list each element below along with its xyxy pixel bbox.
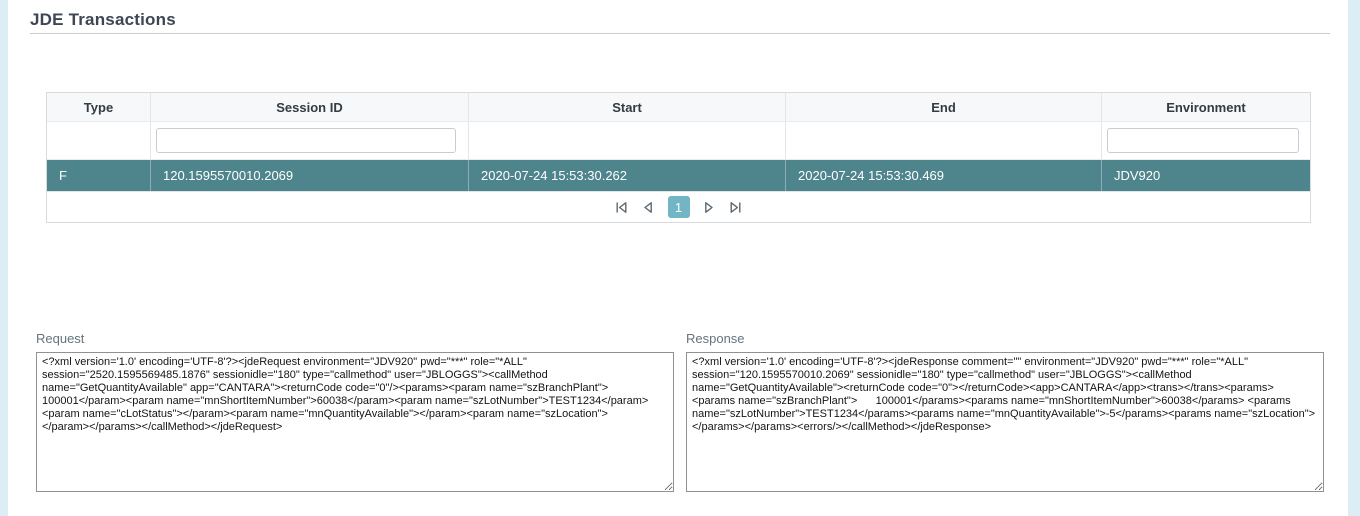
title-divider xyxy=(30,33,1330,34)
filter-cell-start xyxy=(468,122,785,159)
column-header-type[interactable]: Type xyxy=(47,93,150,121)
request-xml-textarea[interactable]: <?xml version='1.0' encoding='UTF-8'?><j… xyxy=(36,352,674,492)
table-filter-row xyxy=(47,121,1310,159)
cell-end: 2020-07-24 15:53:30.469 xyxy=(785,160,1101,191)
next-page-icon xyxy=(701,200,716,215)
filter-cell-type xyxy=(47,122,150,159)
pagination-bar: 1 xyxy=(47,191,1310,222)
first-page-icon xyxy=(614,200,629,215)
filter-cell-end xyxy=(785,122,1101,159)
last-page-icon xyxy=(728,200,743,215)
page-title: JDE Transactions xyxy=(30,10,176,30)
column-header-end[interactable]: End xyxy=(785,93,1101,121)
first-page-button[interactable] xyxy=(614,199,630,215)
content-area: JDE Transactions Type Session ID Start E… xyxy=(8,0,1348,516)
last-page-button[interactable] xyxy=(728,199,744,215)
transactions-table: Type Session ID Start End Environment F xyxy=(46,92,1311,223)
page-number-button[interactable]: 1 xyxy=(668,196,690,218)
table-row-selected[interactable]: F 120.1595570010.2069 2020-07-24 15:53:3… xyxy=(47,159,1310,191)
session-id-filter-input[interactable] xyxy=(156,128,456,153)
column-header-start[interactable]: Start xyxy=(468,93,785,121)
environment-filter-input[interactable] xyxy=(1107,128,1299,153)
response-xml-textarea[interactable]: <?xml version='1.0' encoding='UTF-8'?><j… xyxy=(686,352,1324,492)
table-header-row: Type Session ID Start End Environment xyxy=(47,93,1310,121)
previous-page-button[interactable] xyxy=(641,199,657,215)
cell-environment: JDV920 xyxy=(1101,160,1310,191)
column-header-environment[interactable]: Environment xyxy=(1101,93,1310,121)
response-label: Response xyxy=(686,331,745,346)
filter-cell-environment xyxy=(1101,122,1310,159)
request-label: Request xyxy=(36,331,84,346)
column-header-session-id[interactable]: Session ID xyxy=(150,93,468,121)
previous-page-icon xyxy=(641,200,656,215)
cell-type: F xyxy=(47,160,150,191)
cell-start: 2020-07-24 15:53:30.262 xyxy=(468,160,785,191)
cell-session-id: 120.1595570010.2069 xyxy=(150,160,468,191)
next-page-button[interactable] xyxy=(701,199,717,215)
filter-cell-session-id xyxy=(150,122,468,159)
